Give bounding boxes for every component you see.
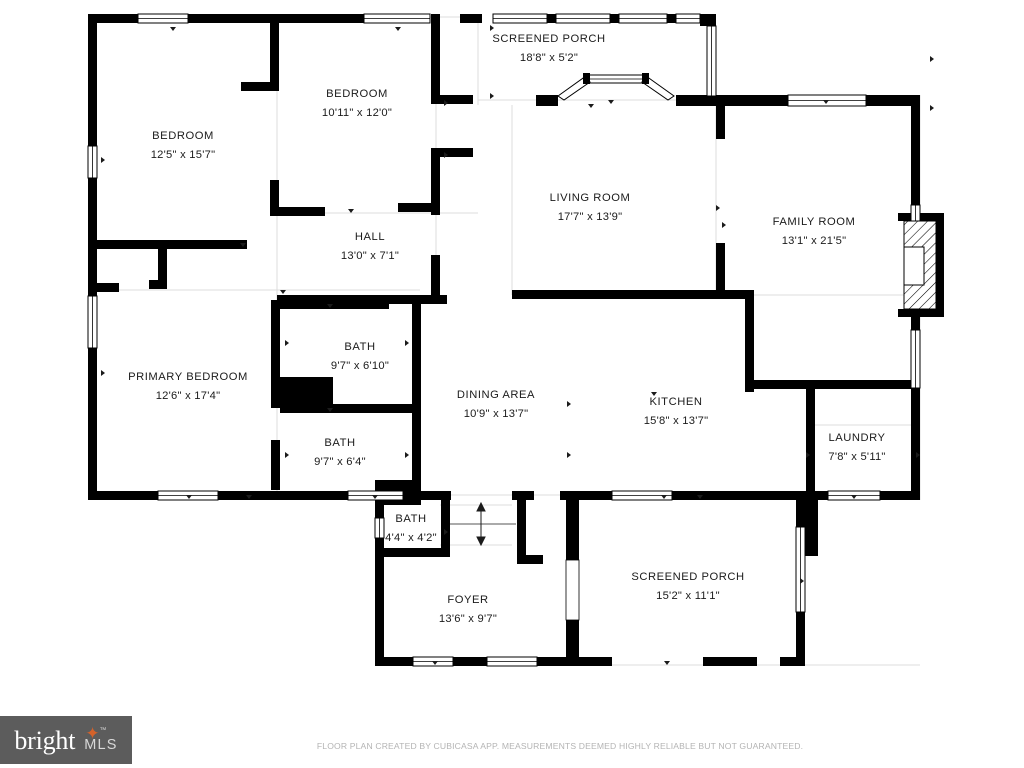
logo-wordmark: bright [14, 726, 76, 755]
room-dim-bath-upper: 9'7" x 6'10" [331, 360, 389, 372]
room-name-family-room: FAMILY ROOM [773, 216, 856, 228]
window [486, 656, 538, 667]
bright-mls-logo: bright ✦ ™ MLS [0, 716, 132, 764]
room-dim-bedroom-top: 10'11" x 12'0" [322, 107, 392, 119]
fireplace-icon [903, 220, 937, 310]
logo-suffix: MLS [84, 737, 118, 753]
trademark-icon: ™ [99, 727, 107, 734]
room-name-bath-half: BATH [395, 513, 426, 525]
footer: bright ✦ ™ MLS FLOOR PLAN CREATED BY CUB… [0, 716, 1024, 768]
room-dim-bath-half: 4'4" x 4'2" [385, 532, 437, 544]
room-name-foyer: FOYER [447, 594, 488, 606]
bay-window [557, 73, 675, 101]
window [374, 517, 385, 539]
room-dim-hall: 13'0" x 7'1" [341, 250, 399, 262]
room-dim-primary-bedroom: 12'6" x 17'4" [156, 390, 221, 402]
room-name-living-room: LIVING ROOM [550, 192, 631, 204]
dimension-arrow [450, 501, 516, 547]
room-dim-family-room: 13'1" x 21'5" [782, 235, 847, 247]
room-name-kitchen: KITCHEN [650, 396, 703, 408]
screen-rail [492, 13, 701, 24]
disclaimer-text: FLOOR PLAN CREATED BY CUBICASA APP. MEAS… [316, 741, 804, 751]
room-dim-bedroom-left: 12'5" x 15'7" [151, 149, 216, 161]
room-name-screened-porch-top: SCREENED PORCH [492, 33, 605, 45]
room-name-bedroom-left: BEDROOM [152, 130, 214, 142]
room-name-bath-lower: BATH [324, 437, 355, 449]
window [87, 145, 98, 179]
room-dim-laundry: 7'8" x 5'11" [828, 451, 885, 463]
room-dim-kitchen: 15'8" x 13'7" [644, 415, 709, 427]
room-dim-living-room: 17'7" x 13'9" [558, 211, 623, 223]
room-name-bedroom-top: BEDROOM [326, 88, 388, 100]
screen-opening [565, 559, 580, 621]
room-name-bath-upper: BATH [344, 341, 375, 353]
room-dim-screened-porch-bottom: 15'2" x 11'1" [656, 590, 720, 602]
room-name-hall: HALL [355, 231, 385, 243]
window [363, 13, 431, 24]
walls [88, 14, 944, 666]
window [87, 295, 98, 349]
room-dim-screened-porch-top: 18'8" x 5'2" [520, 52, 578, 64]
room-labels: BEDROOM 12'5" x 15'7" BEDROOM 10'11" x 1… [128, 33, 885, 625]
window [910, 329, 921, 389]
room-name-laundry: LAUNDRY [828, 432, 885, 444]
room-dim-dining-area: 10'9" x 13'7" [464, 408, 529, 420]
room-name-primary-bedroom: PRIMARY BEDROOM [128, 371, 248, 383]
room-name-dining-area: DINING AREA [457, 389, 535, 401]
window [706, 25, 717, 97]
direction-markers [101, 25, 934, 665]
room-dim-bath-lower: 9'7" x 6'4" [314, 456, 366, 468]
screen-opening [795, 526, 806, 613]
room-dim-foyer: 13'6" x 9'7" [439, 613, 497, 625]
window [137, 13, 189, 24]
room-name-screened-porch-bottom: SCREENED PORCH [631, 571, 744, 583]
star-icon: ✦ [85, 724, 100, 743]
